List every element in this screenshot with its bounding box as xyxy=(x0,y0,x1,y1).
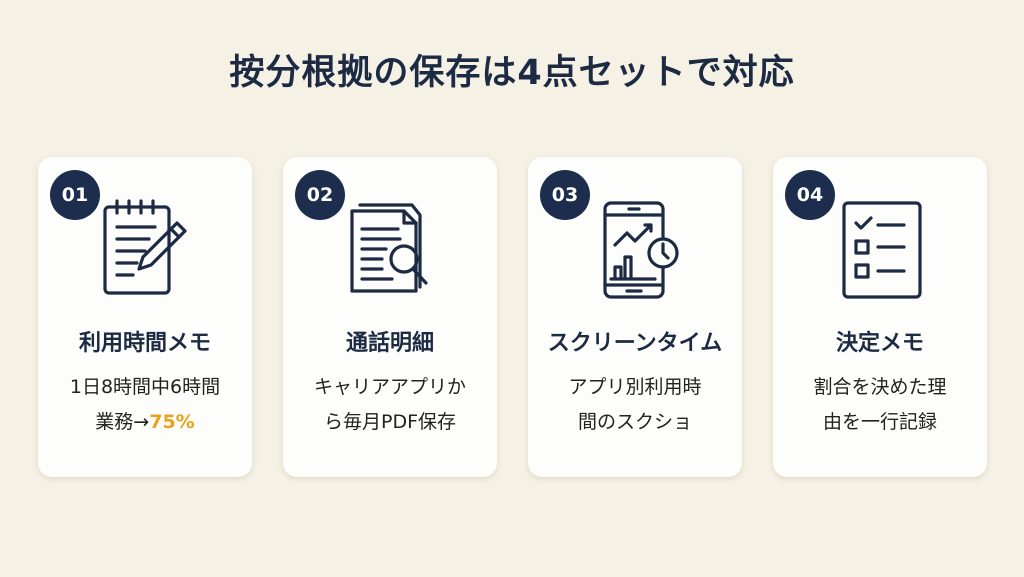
document-magnifier-icon xyxy=(340,197,440,301)
page-title: 按分根拠の保存は4点セットで対応 xyxy=(229,53,795,93)
description-line: 業務→75% xyxy=(38,405,252,440)
step-badge: 02 xyxy=(295,170,345,220)
description-line: 1日8時間中6時間 xyxy=(69,376,221,398)
card-title: スクリーンタイム xyxy=(547,331,723,356)
description-text: 業務→ xyxy=(95,411,150,433)
checklist-icon xyxy=(830,197,930,301)
card-description: 割合を決めた理 由を一行記録 xyxy=(773,370,987,440)
card-title: 決定メモ xyxy=(835,331,924,356)
card-decision-memo: 04 決定メモ 割合を決めた理 由を一行記録 xyxy=(773,157,987,477)
description-line: アプリ別利用時 xyxy=(568,376,702,398)
description-line: キャリアアプリか xyxy=(313,376,466,398)
description-line: ら毎月PDF保存 xyxy=(323,411,457,433)
card-call-statement: 02 通話明細 キャリアアプリか ら毎月PDF保存 xyxy=(283,157,497,477)
card-title: 利用時間メモ xyxy=(78,331,211,356)
card-description: アプリ別利用時 間のスクショ xyxy=(528,370,742,440)
step-badge: 04 xyxy=(785,170,835,220)
description-line: 由を一行記録 xyxy=(822,411,937,433)
notepad-pencil-icon xyxy=(95,197,195,301)
card-description: 1日8時間中6時間 業務→75% xyxy=(38,370,252,440)
description-line: 間のスクショ xyxy=(577,411,692,433)
step-badge: 03 xyxy=(540,170,590,220)
description-line: 割合を決めた理 xyxy=(813,376,947,398)
card-title: 通話明細 xyxy=(345,331,434,356)
percentage-highlight: 75% xyxy=(149,411,195,433)
step-badge: 01 xyxy=(50,170,100,220)
card-screen-time: 03 スクリーンタイム アプリ別利用時 間のスクショ xyxy=(528,157,742,477)
card-usage-time-memo: 01 利用時間メモ 1日8時間中6時間 業務→75% xyxy=(38,157,252,477)
card-description: キャリアアプリか ら毎月PDF保存 xyxy=(283,370,497,440)
phone-chart-clock-icon xyxy=(585,197,685,301)
